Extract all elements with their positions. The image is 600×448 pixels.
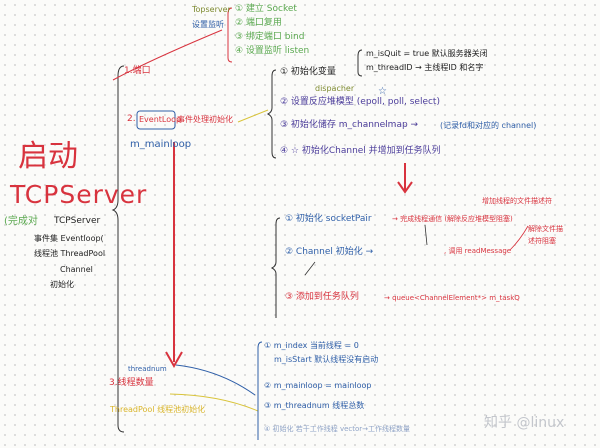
eventloop-box bbox=[136, 110, 176, 130]
init-brace bbox=[266, 69, 277, 159]
threadnum-label: threadnum bbox=[128, 365, 167, 373]
init-item: ① 初始化变量 bbox=[280, 67, 336, 77]
step2-prefix: 2. bbox=[127, 114, 136, 124]
init-var: m_threadID → 主线程ID 和名字 bbox=[366, 63, 484, 72]
topserver-sublabel: 设置监听 bbox=[192, 20, 224, 29]
channel-item: ② Channel 初始化 → bbox=[285, 247, 374, 257]
eventloop-label: EventLoop bbox=[139, 115, 182, 124]
channel-note: 增加线程的文件描述符 bbox=[482, 197, 552, 205]
threadpool-item: ④ 初始化 若干工作线程 vector→工作线程数量 bbox=[264, 425, 411, 433]
watermark: 知乎 @linux bbox=[484, 415, 565, 431]
threadpool-brace bbox=[257, 341, 263, 440]
threadpool-item: ② m_mainloop = mainloop bbox=[264, 381, 372, 390]
threadpool-item: m_isStart 默认线程没有启动 bbox=[274, 355, 379, 364]
red-flow-line bbox=[165, 142, 183, 369]
init-item: ② 设置反应堆模型 (epoll, poll, select) bbox=[280, 97, 440, 107]
note-line: 事件集 Eventloop( bbox=[34, 234, 104, 243]
note-line: Channel bbox=[60, 265, 93, 274]
channel-note: → queue<ChannelElement*> m_taskQ bbox=[384, 294, 520, 302]
threadpool-label: ThreadPool 线程池初始化 bbox=[110, 405, 206, 414]
main-brace bbox=[111, 65, 125, 433]
threadpool-item: ③ m_threadnum 线程总数 bbox=[264, 401, 365, 410]
init-item: ③ 初始化储存 m_channelmap → bbox=[280, 120, 419, 130]
topserver-step: ① 建立 Socket bbox=[235, 4, 297, 14]
title-en: TCPServer bbox=[10, 180, 148, 209]
var-brace bbox=[357, 49, 363, 77]
init-var: m_isQuit = true 默认服务器关闭 bbox=[366, 49, 488, 58]
title-cn: 启动 bbox=[18, 139, 78, 174]
note-line: 线程池 ThreadPool bbox=[34, 249, 106, 258]
note-open: (完成对 bbox=[4, 216, 38, 227]
channel-note: , 调用 readMessage bbox=[444, 247, 512, 255]
arrow-to-init bbox=[237, 109, 269, 123]
note-line: TCPServer bbox=[54, 216, 101, 226]
topserver-step: ② 端口复用 bbox=[235, 18, 282, 28]
topserver-brace bbox=[227, 7, 233, 63]
down-arrow bbox=[397, 163, 413, 194]
channel-item: ③ 添加到任务队列 bbox=[285, 292, 359, 302]
topserver-step: ③ 绑定端口 bind bbox=[235, 32, 305, 42]
topserver-label: Topserver bbox=[192, 5, 231, 14]
mainloop-var: m_mainloop bbox=[130, 139, 192, 150]
channel-note: 解除文件描 bbox=[528, 225, 563, 233]
star-icon: ☆ bbox=[378, 86, 387, 97]
channel-item: ① 初始化 socketPair bbox=[285, 214, 372, 224]
arrow-to-topserver bbox=[112, 29, 223, 81]
channel-note: 述符阻塞 bbox=[528, 237, 556, 245]
init-note: (记录fd和对应的 channel) bbox=[440, 121, 537, 130]
dispacher-label: dispacher bbox=[315, 84, 355, 93]
note-line: 初始化 bbox=[50, 280, 74, 289]
topserver-step: ④ 设置监听 listen bbox=[235, 46, 310, 56]
step2-label: 事件处理初始化 bbox=[177, 115, 233, 124]
step3-label: 3.线程数量 bbox=[109, 378, 154, 388]
channel-brace bbox=[270, 217, 281, 318]
channel-note: → 完成线程通信 (解除反应堆模型阻塞) bbox=[392, 215, 513, 223]
threadpool-item: ① m_index 当前线程 = 0 bbox=[264, 341, 359, 350]
step1-label: 1.端口 bbox=[124, 66, 151, 76]
init-item: ④ ☆ 初始化Channel 并增加到任务队列 bbox=[280, 146, 441, 156]
